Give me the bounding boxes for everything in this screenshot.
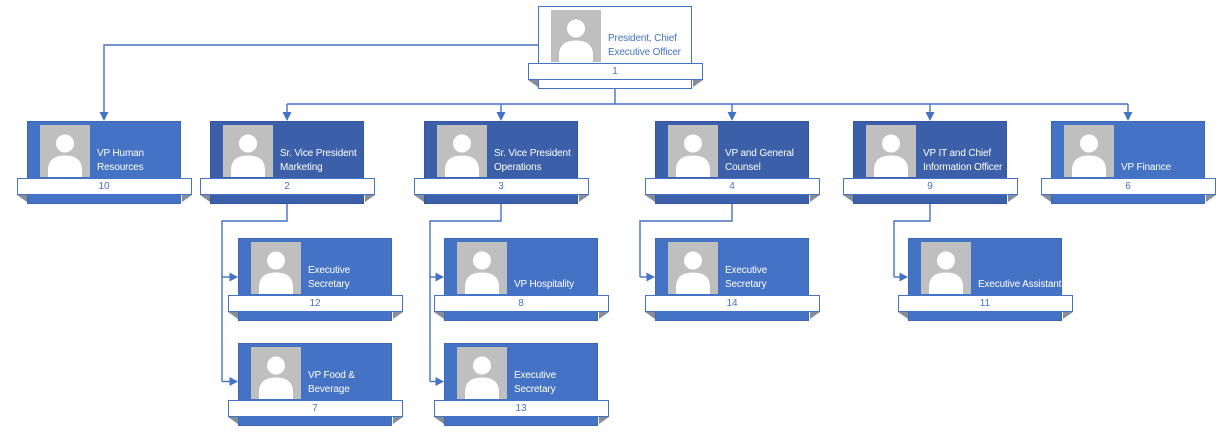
org-node-vp-human-resources[interactable]: VP Human Resources 10 [16, 121, 192, 204]
org-node-vp-hospitality[interactable]: VP Hospitality 8 [433, 238, 609, 321]
ribbon-fold-left-icon [16, 195, 27, 202]
node-title: Sr. Vice President Marketing [280, 148, 357, 173]
node-number: 12 [309, 297, 321, 309]
node-title: Executive Secretary [725, 265, 768, 290]
ribbon-fold-left-icon [227, 312, 238, 319]
org-node-vp-general-counsel[interactable]: VP and General Counsel 4 [644, 121, 820, 204]
node-number-banner: 14 [644, 295, 820, 312]
ribbon-fold-left-icon [644, 312, 655, 319]
ribbon-fold-left-icon [433, 417, 444, 424]
org-node-executive-secretary-counsel[interactable]: Executive Secretary 14 [644, 238, 820, 321]
node-number: 2 [284, 180, 290, 192]
org-node-vp-it-cio[interactable]: VP IT and Chief Information Officer 9 [842, 121, 1018, 204]
node-number-banner: 6 [1040, 178, 1216, 195]
ribbon-fold-left-icon [644, 195, 655, 202]
ribbon-fold-right-icon [809, 312, 820, 319]
node-number: 9 [927, 180, 933, 192]
node-title: VP Human Resources [97, 148, 144, 173]
ribbon-fold-right-icon [1007, 195, 1018, 202]
node-number: 13 [515, 402, 527, 414]
node-number-banner: 9 [842, 178, 1018, 195]
person-silhouette-icon [437, 125, 487, 177]
node-number-banner: 13 [433, 400, 609, 417]
node-number: 8 [518, 297, 524, 309]
node-number-banner: 3 [413, 178, 589, 195]
node-title: VP Hospitality [514, 278, 574, 290]
node-number: 4 [729, 180, 735, 192]
person-silhouette-icon [251, 242, 301, 294]
node-title: VP Finance [1121, 161, 1172, 173]
person-silhouette-icon [551, 10, 601, 62]
ribbon-fold-right-icon [392, 417, 403, 424]
ribbon-fold-left-icon [897, 312, 908, 319]
ribbon-fold-right-icon [392, 312, 403, 319]
node-number: 1 [612, 65, 618, 77]
node-number-banner: 4 [644, 178, 820, 195]
node-number-banner: 8 [433, 295, 609, 312]
ribbon-fold-left-icon [199, 195, 210, 202]
node-number-banner: 11 [897, 295, 1073, 312]
node-title: VP Food & Beverage [308, 370, 355, 395]
ribbon-fold-left-icon [227, 417, 238, 424]
person-silhouette-icon [457, 347, 507, 399]
org-node-executive-assistant-it[interactable]: Executive Assistant 11 [897, 238, 1073, 321]
arrowheads [99, 112, 1133, 386]
person-silhouette-icon [40, 125, 90, 177]
person-silhouette-icon [223, 125, 273, 177]
ribbon-fold-right-icon [1205, 195, 1216, 202]
ribbon-fold-right-icon [809, 195, 820, 202]
node-number-banner: 12 [227, 295, 403, 312]
node-title: Executive Secretary [308, 265, 351, 290]
node-number: 11 [979, 297, 991, 309]
person-silhouette-icon [921, 242, 971, 294]
org-node-executive-secretary-marketing[interactable]: Executive Secretary 12 [227, 238, 403, 321]
person-silhouette-icon [668, 242, 718, 294]
ribbon-fold-right-icon [692, 80, 703, 87]
person-silhouette-icon [1064, 125, 1114, 177]
org-node-sr-vp-operations[interactable]: Sr. Vice President Operations 3 [413, 121, 589, 204]
ribbon-fold-left-icon [433, 312, 444, 319]
node-number: 14 [726, 297, 738, 309]
ribbon-fold-right-icon [1062, 312, 1073, 319]
node-title: VP and General Counsel [725, 148, 794, 173]
org-node-sr-vp-marketing[interactable]: Sr. Vice President Marketing 2 [199, 121, 375, 204]
ribbon-fold-right-icon [364, 195, 375, 202]
node-title: Sr. Vice President Operations [494, 148, 571, 173]
node-title: President, Chief Executive Officer [608, 33, 681, 58]
person-silhouette-icon [457, 242, 507, 294]
node-number-banner: 1 [527, 63, 703, 80]
node-number: 7 [312, 402, 318, 414]
org-node-vp-food-beverage[interactable]: VP Food & Beverage 7 [227, 343, 403, 426]
ribbon-fold-left-icon [527, 80, 538, 87]
node-number: 10 [98, 180, 110, 192]
ribbon-fold-right-icon [578, 195, 589, 202]
org-node-executive-secretary-operations[interactable]: Executive Secretary 13 [433, 343, 609, 426]
node-number-banner: 10 [16, 178, 192, 195]
node-number-banner: 7 [227, 400, 403, 417]
org-node-vp-finance[interactable]: VP Finance 6 [1040, 121, 1216, 204]
ribbon-fold-right-icon [181, 195, 192, 202]
node-title: Executive Assistant [978, 278, 1062, 290]
org-node-president-ceo[interactable]: President, Chief Executive Officer 1 [527, 6, 703, 89]
node-title: VP IT and Chief Information Officer [923, 148, 1003, 173]
ribbon-fold-right-icon [598, 417, 609, 424]
ribbon-fold-left-icon [413, 195, 424, 202]
person-silhouette-icon [668, 125, 718, 177]
ribbon-fold-right-icon [598, 312, 609, 319]
node-number: 3 [498, 180, 504, 192]
node-number: 6 [1125, 180, 1131, 192]
person-silhouette-icon [251, 347, 301, 399]
node-title: Executive Secretary [514, 370, 557, 395]
ribbon-fold-left-icon [1040, 195, 1051, 202]
ribbon-fold-left-icon [842, 195, 853, 202]
node-number-banner: 2 [199, 178, 375, 195]
person-silhouette-icon [866, 125, 916, 177]
